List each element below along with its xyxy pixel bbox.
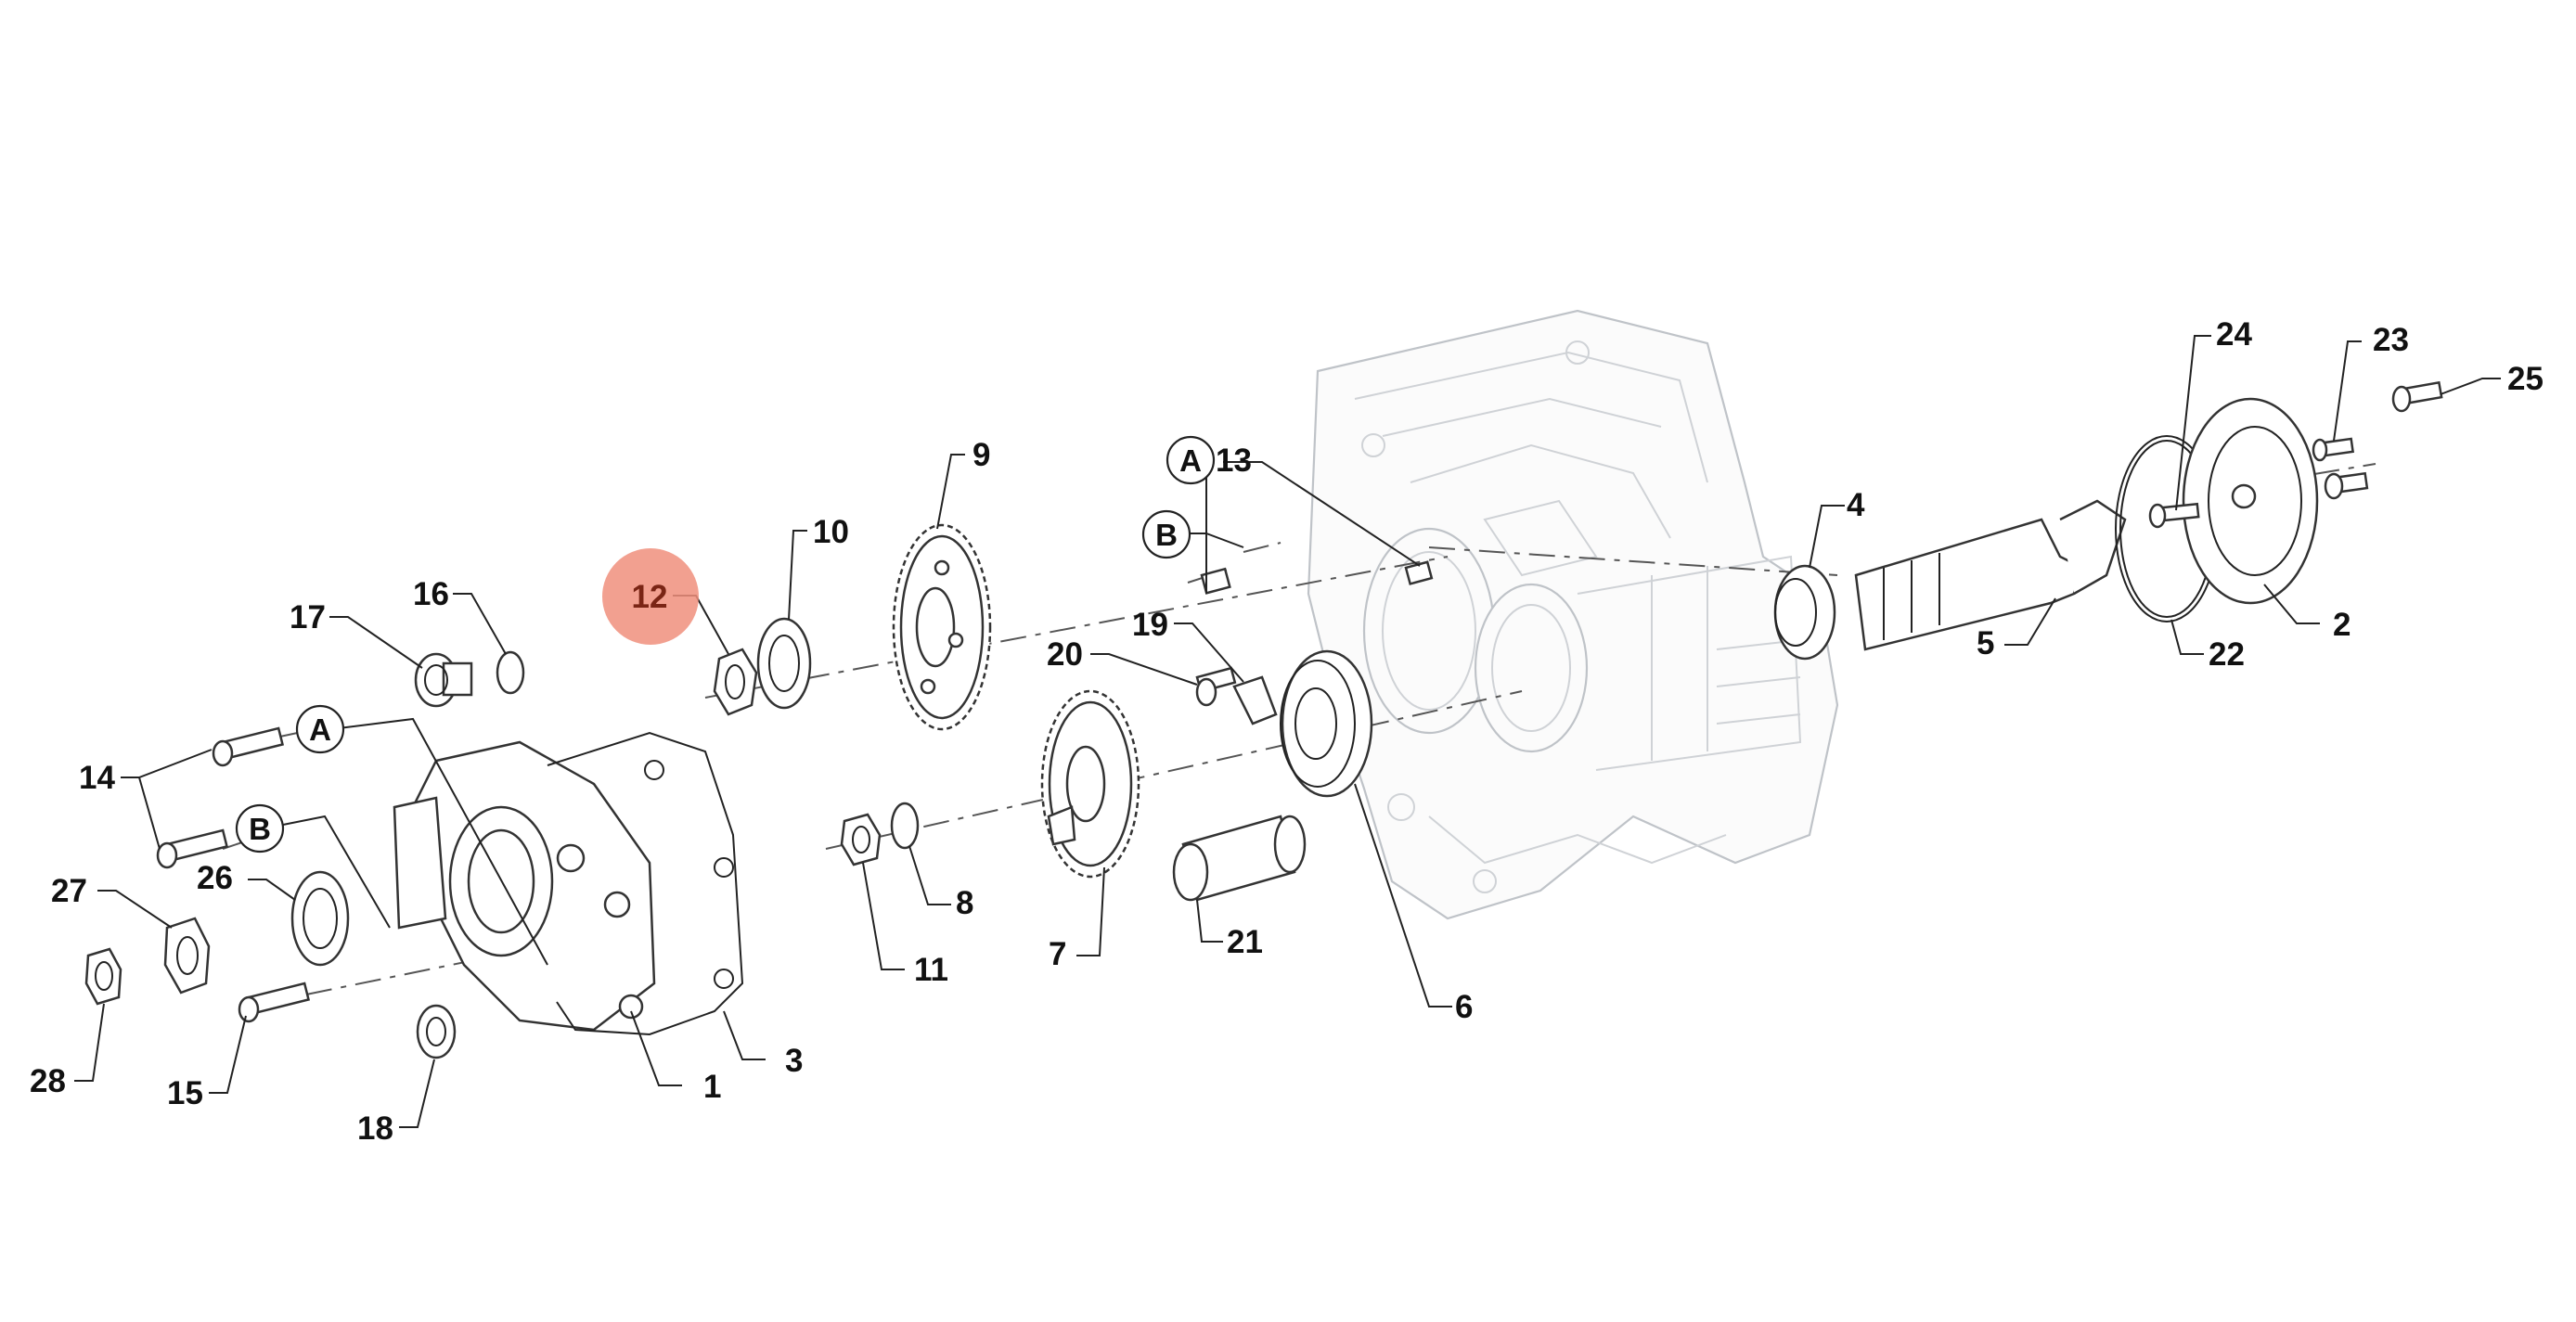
callout-labels: 1 2 3 4 5 6 7 8 9 10 11 13 14 15 16 17 1… [30,316,2544,1147]
part-nut-12 [713,648,758,716]
reference-markers: A B A B [235,435,1216,854]
callout-label-11[interactable]: 11 [914,952,948,988]
part-bearing-6 [1280,649,1373,798]
callout-label-3[interactable]: 3 [785,1043,803,1079]
callout-label-27[interactable]: 27 [51,873,87,909]
part-thrust-washer [756,617,812,710]
svg-text:A: A [309,712,331,747]
callout-label-1[interactable]: 1 [703,1069,721,1105]
part-bolt-20 [1195,666,1237,707]
part-nut-11 [840,813,882,866]
callout-label-18[interactable]: 18 [357,1110,393,1147]
callout-label-8[interactable]: 8 [956,885,973,921]
part-bushing-18 [416,1004,457,1059]
part-nut-27 [163,917,211,995]
marker-b-left[interactable]: B [235,803,285,854]
callout-label-12[interactable]: 12 [632,579,668,615]
svg-text:B: B [1155,518,1178,552]
callout-label-25[interactable]: 25 [2507,361,2544,397]
part-end-cover-2 [2182,397,2319,605]
part-gasket [547,731,744,1036]
part-bushing-21 [1172,815,1307,902]
part-dowel-a [1200,567,1231,595]
part-oil-seal-26 [290,870,350,967]
marker-a-right[interactable]: A [1166,435,1216,485]
svg-text:A: A [1179,443,1202,478]
part-side-cover [393,740,656,1032]
callout-label-16[interactable]: 16 [413,576,449,612]
part-gear-small [1040,689,1140,879]
callout-label-17[interactable]: 17 [290,599,326,635]
callout-label-7[interactable]: 7 [1049,936,1066,972]
highlight-marker[interactable] [602,548,699,645]
callout-label-10[interactable]: 10 [813,514,849,550]
callout-label-6[interactable]: 6 [1455,989,1473,1025]
callout-label-28[interactable]: 28 [30,1063,66,1099]
leader-lines [74,335,2501,1128]
callout-label-21[interactable]: 21 [1227,924,1263,960]
callout-label-15[interactable]: 15 [167,1075,203,1111]
part-nut-28 [84,947,122,1006]
callout-label-4[interactable]: 4 [1847,487,1865,523]
part-bolt-15 [238,982,311,1023]
marker-b-right[interactable]: B [1141,509,1191,559]
part-bolts-14 [156,726,285,869]
marker-a-left[interactable]: A [295,704,345,754]
part-screw-24 [2148,502,2200,529]
callout-label-13[interactable]: 13 [1216,443,1252,479]
part-screw-23 [2312,437,2369,500]
part-washer-8 [890,802,920,850]
callout-label-22[interactable]: 22 [2209,636,2245,673]
callout-label-24[interactable]: 24 [2216,316,2252,353]
part-gear-large [892,523,992,731]
part-bracket-19 [1232,675,1278,725]
part-shaft-5 [1854,499,2127,651]
callout-label-20[interactable]: 20 [1047,636,1083,673]
callout-label-23[interactable]: 23 [2373,322,2409,358]
part-needle-bearing-4 [1773,564,1836,661]
callout-label-14[interactable]: 14 [79,760,115,796]
callout-label-5[interactable]: 5 [1977,625,1994,661]
crankcase-ghost-drawing [1307,309,1839,920]
callout-label-9[interactable]: 9 [972,437,990,473]
part-plug-17 [414,652,473,708]
svg-text:B: B [249,812,271,846]
part-screw-25 [2391,380,2443,413]
callout-label-19[interactable]: 19 [1132,607,1168,643]
callout-label-2[interactable]: 2 [2333,607,2351,643]
part-washer-16 [496,650,525,695]
callout-label-26[interactable]: 26 [197,860,233,896]
